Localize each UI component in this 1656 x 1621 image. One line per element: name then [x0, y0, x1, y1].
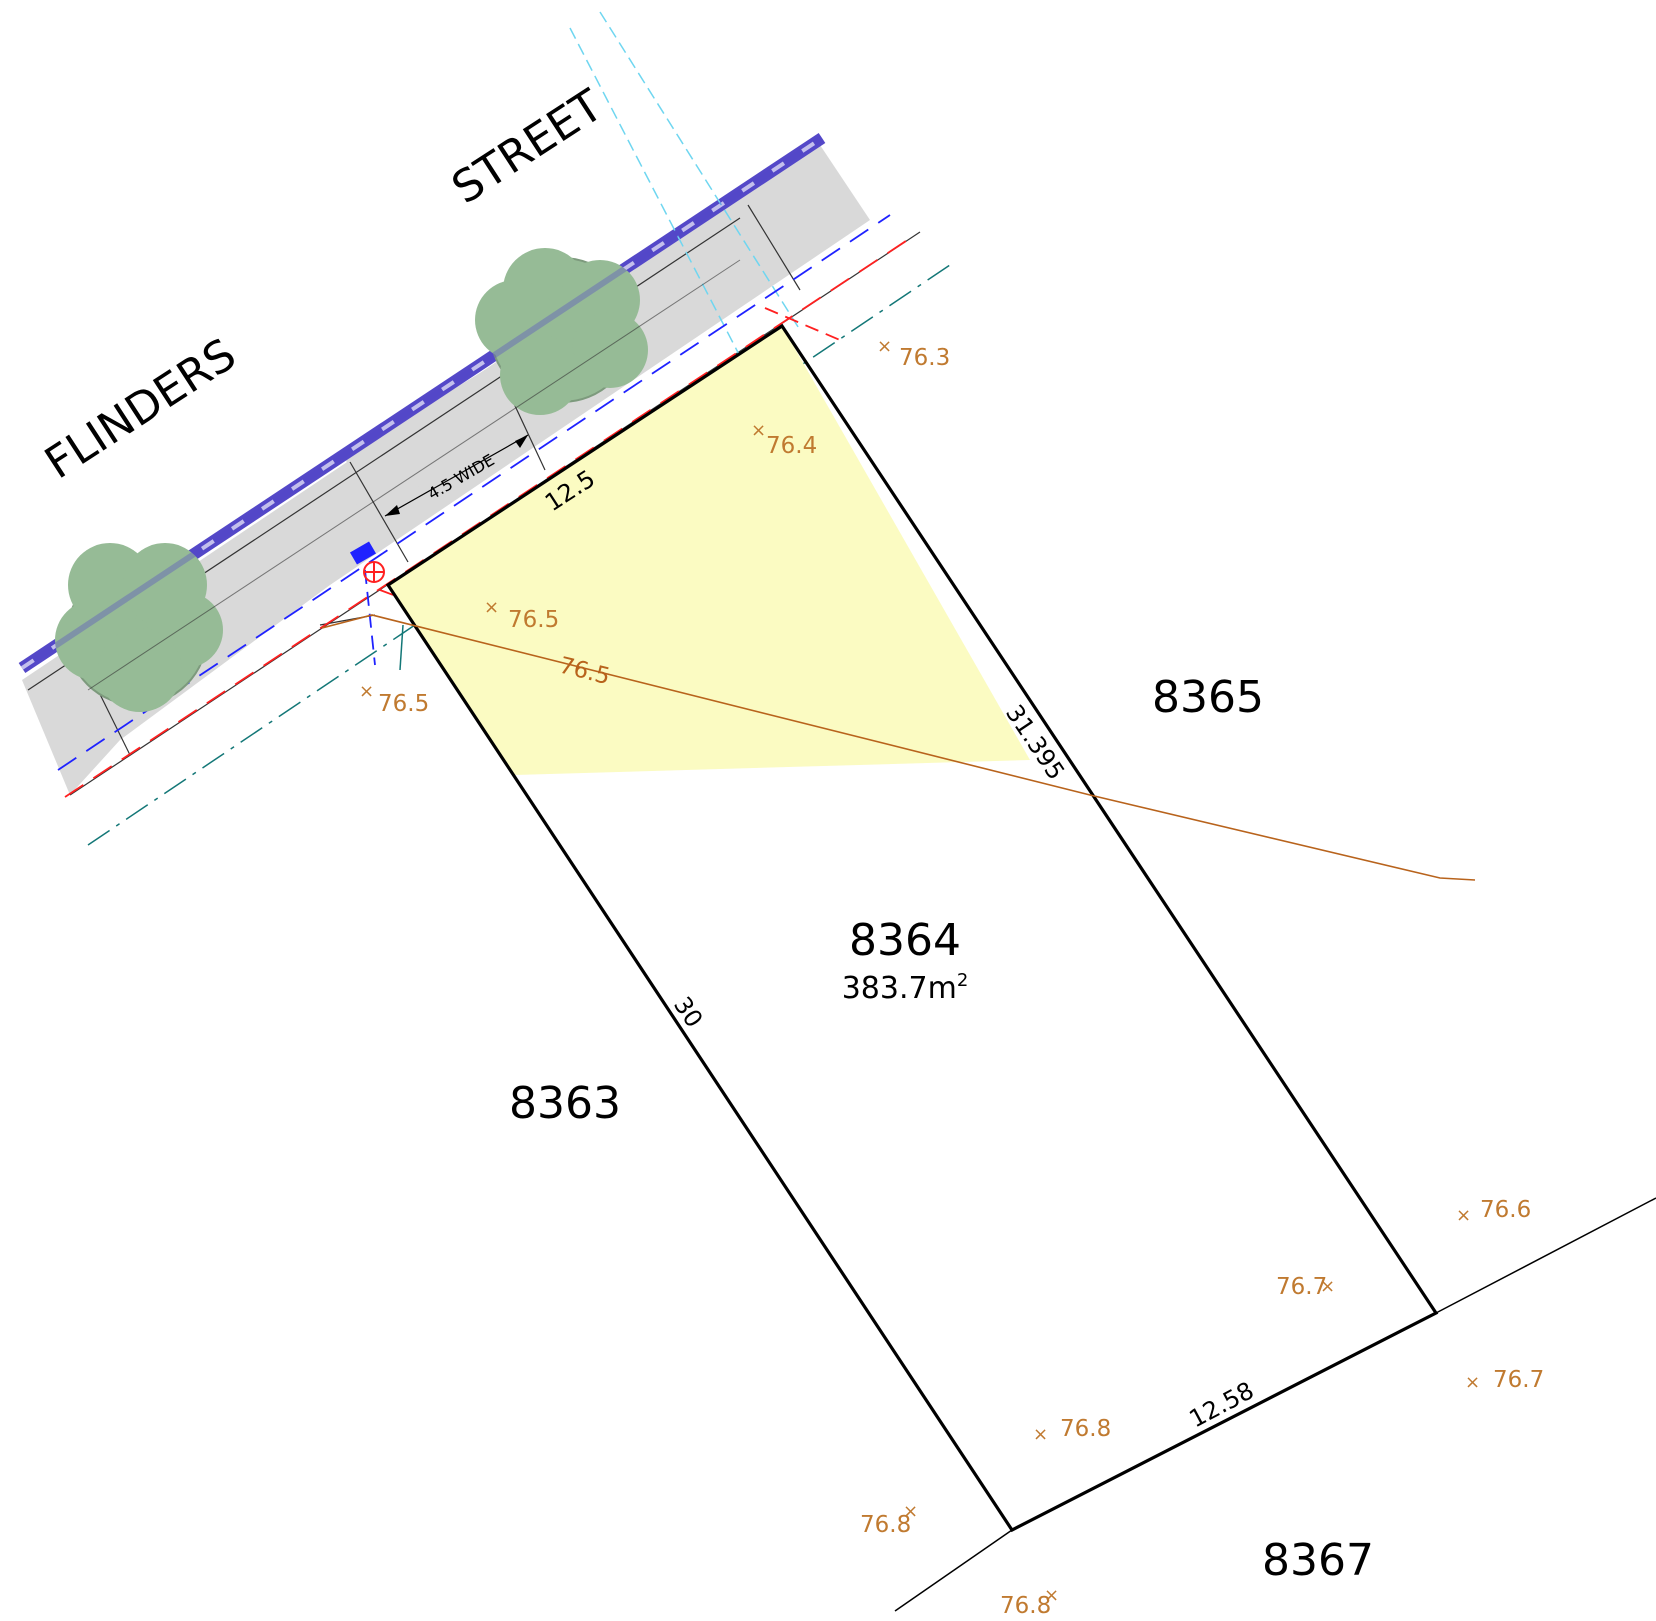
spot-level-label: 76.8 [1000, 1593, 1051, 1619]
verge-width-dimension [384, 434, 529, 517]
spot-level-label: 76.7 [1493, 1367, 1544, 1393]
rear-boundary-extension-left [894, 1529, 1013, 1612]
spot-level-label: 76.3 [899, 345, 950, 371]
lot-number-rear: 8367 [1262, 1535, 1374, 1586]
dimension-rear: 12.58 [1185, 1376, 1259, 1433]
rear-boundary-extension-right [1435, 1197, 1656, 1314]
water-service [364, 569, 376, 666]
lot-number-subject: 8364 [849, 915, 961, 966]
spot-levels: × 76.3 × 76.4 × 76.5 × 76.5 × 76.6 76.7 … [359, 336, 1544, 1619]
spot-level-label: 76.6 [1480, 1197, 1531, 1223]
spot-level-label: 76.4 [766, 433, 817, 459]
lot-area-value: 383.7m [842, 971, 957, 1006]
verge-divider-2 [349, 461, 409, 563]
lot-number-right: 8365 [1152, 672, 1264, 723]
spot-level-label: 76.8 [860, 1512, 911, 1538]
spot-level-marker: × [903, 1501, 918, 1522]
kerb-hatch [20, 136, 824, 670]
spot-level-marker: × [1456, 1205, 1471, 1226]
water-main [57, 214, 891, 771]
spot-level-label: 76.5 [508, 607, 559, 633]
spot-level-marker: × [1465, 1372, 1480, 1393]
spot-level-marker: × [1044, 1585, 1059, 1606]
spot-level-marker: × [751, 420, 766, 441]
street-name-part2: STREET [443, 80, 612, 214]
verge-edge-over-tree [87, 259, 741, 691]
telecom-service [399, 624, 404, 671]
spot-level-marker: × [1320, 1276, 1335, 1297]
tree-2 [475, 248, 648, 415]
tree-1 [55, 543, 223, 712]
spot-level-label: 76.8 [1060, 1416, 1111, 1442]
water-meter-icon [349, 541, 377, 565]
spot-level-label: 76.5 [378, 691, 429, 717]
lot-area-unit-superscript: 2 [957, 970, 968, 991]
sewer-line-1 [599, 11, 801, 331]
contour-line[interactable] [321, 614, 1476, 881]
spot-level-marker: × [484, 597, 499, 618]
power-service-2 [764, 307, 841, 341]
spot-level-marker: × [359, 681, 374, 702]
street-name-part1: FLINDERS [36, 329, 245, 489]
lot-number-left: 8363 [509, 1078, 621, 1129]
verge-divider-4 [747, 204, 801, 291]
sewer-line-2 [569, 27, 761, 396]
kerb-over-tree [20, 135, 824, 671]
spot-level-marker: × [877, 336, 892, 357]
power-pit-icon [363, 561, 385, 583]
spot-level-marker: × [1033, 1424, 1048, 1445]
spot-level-label: 76.7 [1276, 1274, 1327, 1300]
dimension-left-side: 30 [668, 992, 708, 1033]
lot-8364-highlight [388, 326, 1030, 775]
lot-area-subject: 383.7m2 [842, 970, 969, 1006]
